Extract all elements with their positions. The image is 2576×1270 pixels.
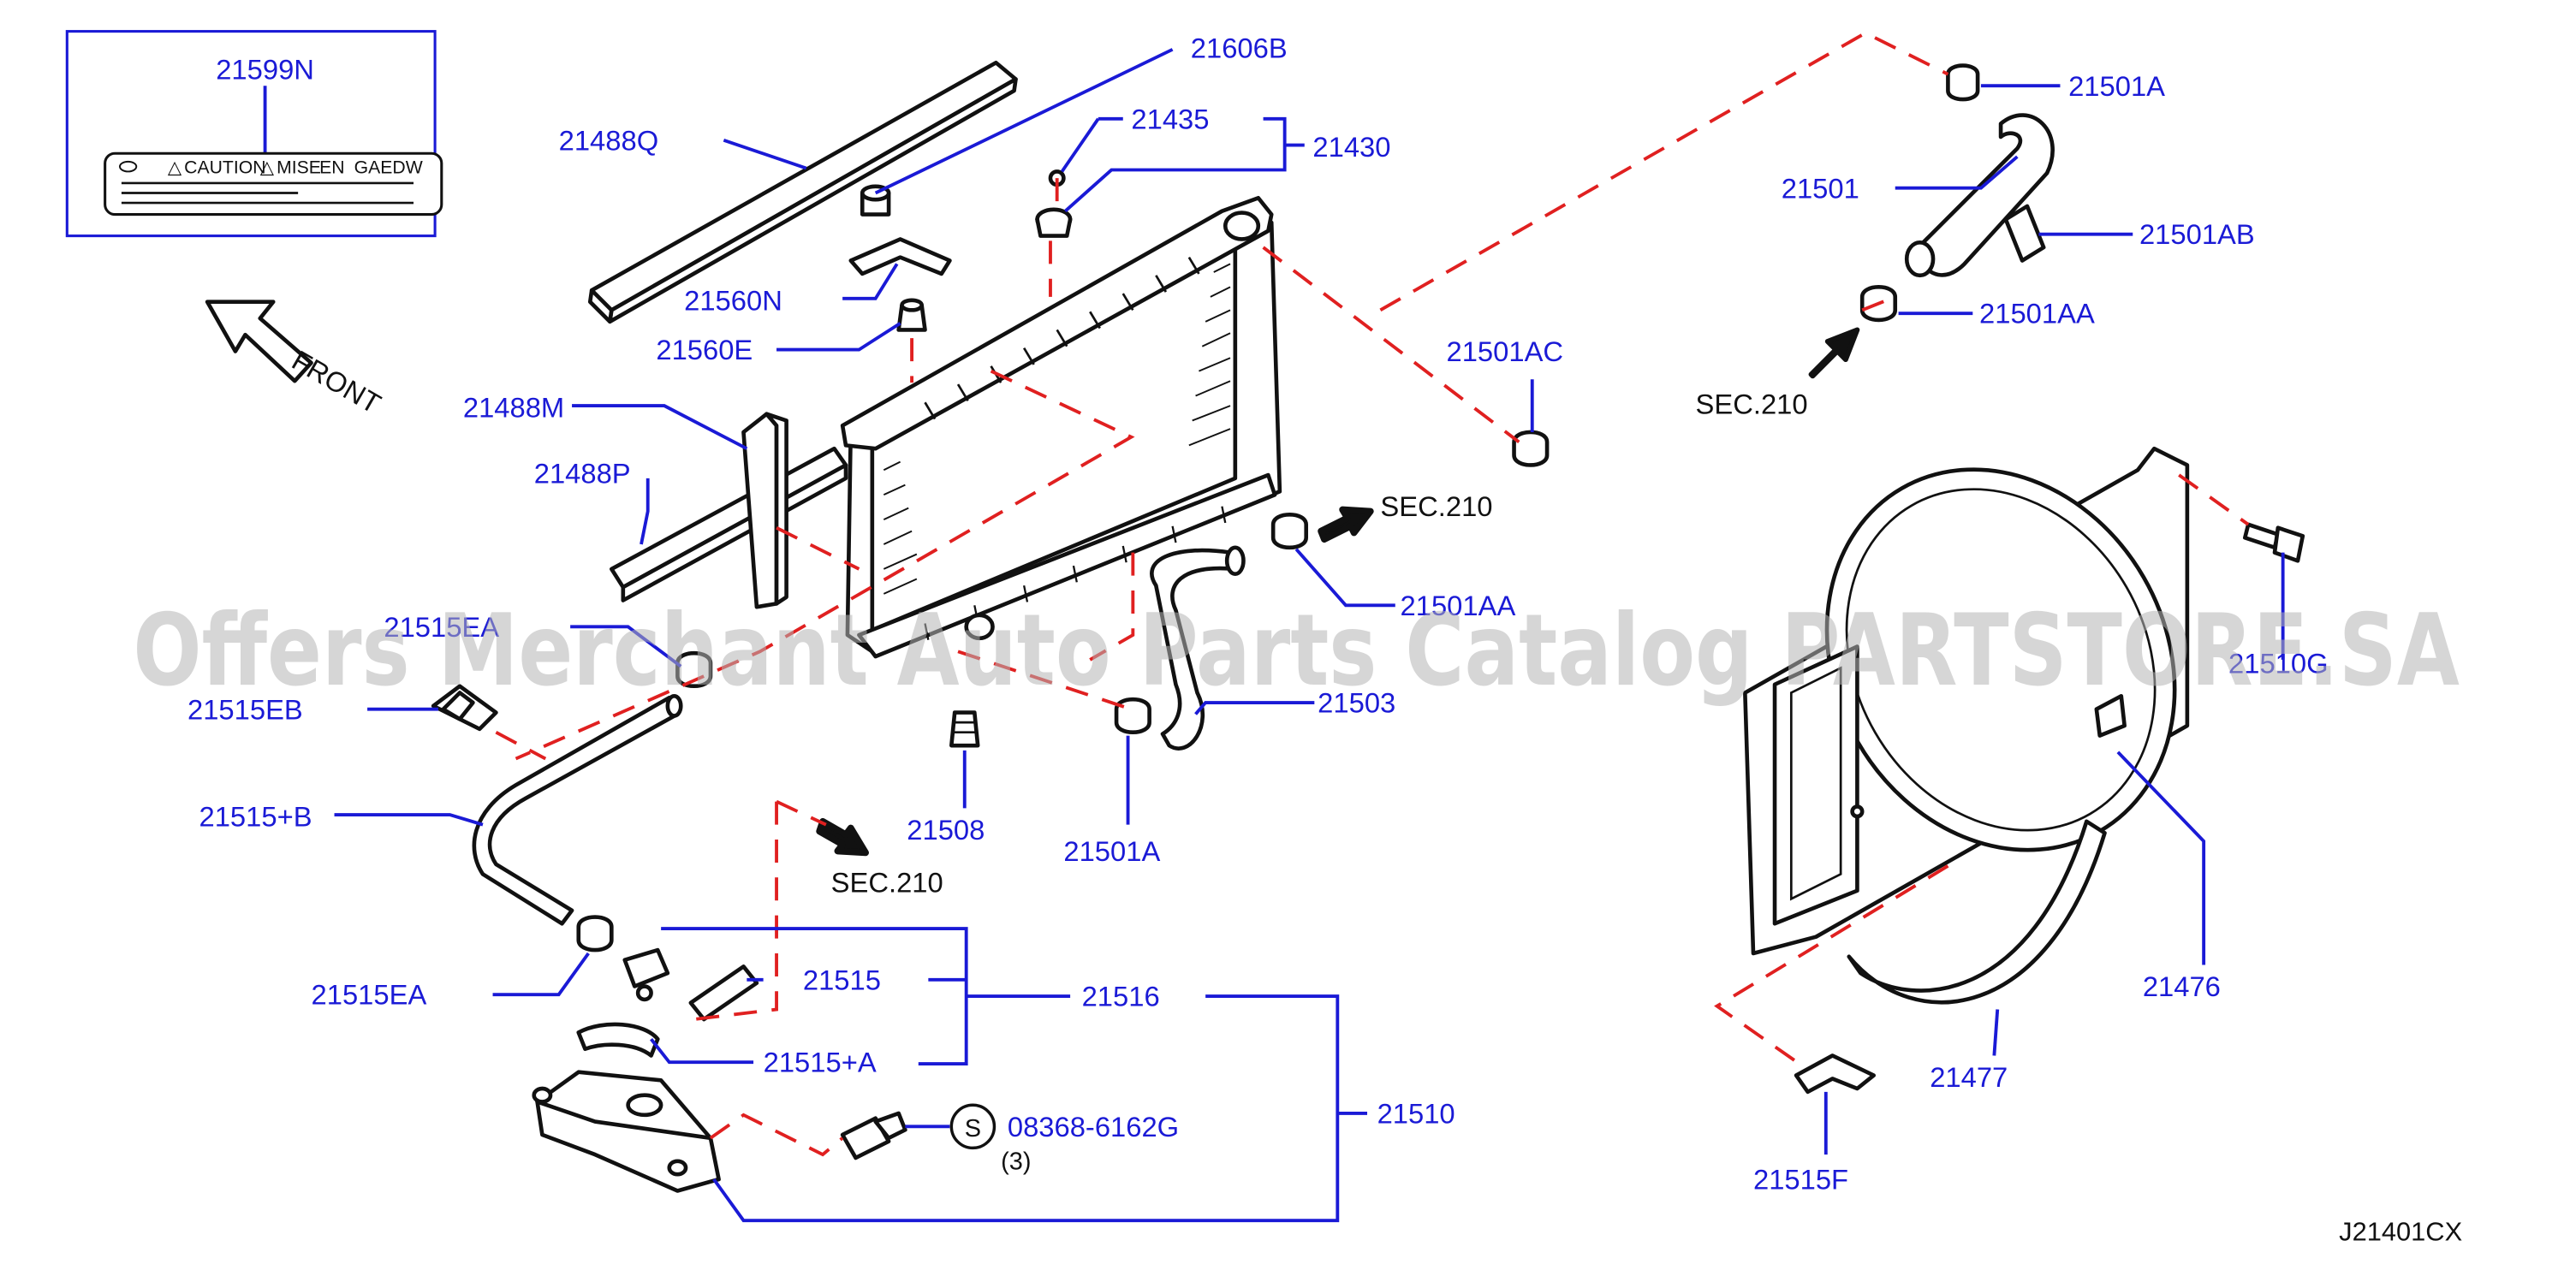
label-21560E: 21560E: [656, 334, 753, 365]
label-sec210-b: SEC.210: [1380, 490, 1492, 522]
caution-label-inset: △ CAUTION △ MISE EN GAEDW: [65, 30, 443, 238]
diagram-code: J21401CX: [2339, 1216, 2462, 1246]
mount-21560E: [896, 298, 927, 332]
hose-21515A: [576, 1022, 660, 1058]
front-label: FRONT: [287, 344, 386, 419]
sec210-arrow-icon: [1318, 506, 1374, 543]
tank-ribs: [924, 256, 1200, 420]
label-21560N: 21560N: [684, 284, 782, 316]
label-21515EB: 21515EB: [187, 693, 303, 725]
clamp-21515EA-low: [576, 915, 614, 952]
drain-cock-21508: [949, 710, 980, 748]
clamp-21501AC: [1512, 430, 1550, 467]
reservoir-tank-21510: [532, 1070, 721, 1193]
label-21501A-low: 21501A: [1063, 835, 1160, 867]
radiator-cap-21430: [1035, 207, 1073, 238]
label-21477: 21477: [1930, 1061, 2008, 1093]
label-21503: 21503: [1318, 687, 1395, 719]
sec210-arrow-icon: [1808, 327, 1860, 379]
upper-hose-21501: [1904, 113, 2055, 278]
label-21476: 21476: [2143, 970, 2221, 1002]
bolt-21510G: [2243, 522, 2305, 563]
bracket-21560N: [848, 184, 952, 276]
lower-tank-ribs: [924, 506, 1227, 641]
label-21488P: 21488P: [534, 458, 631, 490]
part-labels: 21599N 21488Q 21606B 21435 21430 21560N …: [187, 32, 2462, 1246]
alignment-lines: [495, 31, 2250, 1157]
clamp-21501A-low: [1114, 697, 1151, 734]
leader-lines: [334, 48, 2285, 1223]
watermark-text: Offers Merchant Auto Parts Catalog PARTS…: [133, 594, 2459, 709]
label-21435: 21435: [1131, 103, 1209, 134]
standard-part-s: S: [965, 1115, 981, 1142]
label-21501AA-mid: 21501AA: [1401, 590, 1516, 621]
clip-21515EB: [431, 684, 498, 732]
clamp-21501AB: [2003, 204, 2046, 263]
warning-triangle-icon: △: [168, 157, 182, 177]
label-21488Q: 21488Q: [559, 124, 659, 156]
clip-21515F: [1794, 1053, 1876, 1095]
label-21501: 21501: [1782, 172, 1859, 204]
label-21501A-top: 21501A: [2068, 70, 2165, 102]
label-21430: 21430: [1312, 131, 1390, 163]
label-21501AA-top: 21501AA: [1979, 298, 2095, 329]
label-21515A: 21515+A: [764, 1047, 877, 1078]
label-21515B: 21515+B: [199, 801, 312, 833]
label-21501AB: 21501AB: [2139, 218, 2255, 250]
bolt-08368: [840, 1111, 907, 1160]
standard-part-symbol: [949, 1103, 996, 1150]
label-21501AC: 21501AC: [1447, 335, 1564, 367]
fan-shroud-21476: [1743, 446, 2190, 956]
label-21508: 21508: [907, 814, 985, 846]
label-21599N: 21599N: [216, 54, 314, 86]
label-21515EA: 21515EA: [312, 979, 427, 1011]
label-21515: 21515: [803, 964, 881, 995]
caution-text: CAUTION: [184, 157, 265, 177]
label-21488M: 21488M: [463, 392, 564, 424]
radiator-assembly: [840, 195, 1282, 659]
front-arrow: FRONT: [205, 300, 386, 419]
shroud-lower-21477: [1847, 819, 2107, 1005]
label-21510G: 21510G: [2228, 647, 2329, 679]
warning-triangle-icon: △: [260, 157, 275, 177]
seal-21488Q: [587, 60, 1018, 324]
clamp-21501AA-mid: [1270, 513, 1309, 550]
clamp-21501A-top: [1946, 63, 1980, 102]
radiator-fins: [883, 263, 1231, 595]
connector-21516: [622, 947, 670, 1002]
hose-21515: [688, 964, 759, 1022]
label-08368-6162G: 08368-6162G: [1008, 1111, 1179, 1142]
label-21515F: 21515F: [1753, 1164, 1848, 1196]
label-21516: 21516: [1082, 981, 1160, 1012]
sec210-arrow-icon: [816, 817, 869, 857]
label-21510: 21510: [1377, 1097, 1455, 1129]
label-qty-3: (3): [1001, 1148, 1031, 1175]
gaedw-text: GAEDW: [354, 157, 423, 177]
label-21515EA-top: 21515EA: [384, 611, 499, 643]
label-21606B: 21606B: [1191, 32, 1288, 63]
seal-21488M: [741, 412, 788, 609]
lower-hose-21503: [1150, 545, 1246, 751]
hose-21515B: [472, 693, 683, 926]
en-text: EN: [319, 157, 344, 177]
label-sec210-c: SEC.210: [831, 867, 943, 899]
mise-text: MISE: [277, 157, 321, 177]
label-sec210-a: SEC.210: [1696, 389, 1808, 420]
